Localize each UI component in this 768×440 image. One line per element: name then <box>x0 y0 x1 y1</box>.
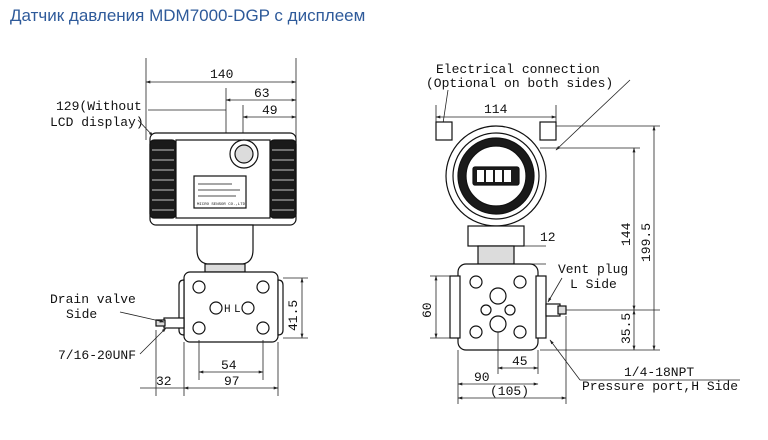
thread-label: 7/16-20UNF <box>58 348 136 363</box>
dim-90: 90 <box>474 370 490 385</box>
neck-ring <box>204 263 246 273</box>
electrical-connection-label: Electrical connection <box>436 62 600 77</box>
drain-valve-side-label: Side <box>66 307 97 322</box>
dim-129-label: 129(Without <box>56 99 142 114</box>
bolt-hole <box>256 321 270 335</box>
side-port-small <box>480 304 492 316</box>
lcd-digits <box>477 170 511 182</box>
dim-60: 60 <box>420 302 435 318</box>
dim-41-5: 41.5 <box>286 300 301 331</box>
side-flange-lip-right <box>535 275 547 339</box>
pressure-port-l <box>241 301 255 315</box>
dim-45: 45 <box>512 354 528 369</box>
bolt-hole <box>192 321 206 335</box>
dim-140: 140 <box>210 67 233 82</box>
dim-97: 97 <box>224 374 240 389</box>
conduit-stub-right <box>539 121 557 141</box>
dim-12: 12 <box>540 230 556 245</box>
mark-h: H <box>224 304 231 316</box>
dim-199-5: 199.5 <box>639 223 654 262</box>
dim-63: 63 <box>254 86 270 101</box>
dim-144: 144 <box>619 222 634 246</box>
side-bolt <box>513 325 527 339</box>
nameplate-text: MICRO SENSOR CO.,LTD. <box>197 203 247 207</box>
side-neck-ring <box>477 245 515 265</box>
side-neck <box>467 225 525 247</box>
side-port-small <box>504 304 516 316</box>
cooling-fins-right <box>269 139 297 219</box>
dim-105: (105) <box>490 384 529 399</box>
optional-both-sides-label: (Optional on both sides) <box>426 76 613 91</box>
side-flange-lip-left <box>449 275 461 339</box>
dim-114: 114 <box>484 102 508 117</box>
neck <box>196 224 254 265</box>
vent-plug-tip <box>557 305 567 315</box>
l-side-label: L Side <box>570 277 617 292</box>
bolt-hole <box>192 280 206 294</box>
mark-l: L <box>234 304 241 316</box>
pressure-port-h <box>209 301 223 315</box>
side-view: Electrical connection (Optional on both … <box>420 62 740 404</box>
front-view: 140 63 49 129(Without LCD display) <box>50 58 308 396</box>
side-bolt <box>469 325 483 339</box>
pressure-port-label: Pressure port,H Side <box>582 379 738 394</box>
dim-129-label-2: LCD display) <box>50 115 144 130</box>
page-title: Датчик давления MDM7000-DGP с дисплеем <box>10 6 366 25</box>
cooling-fins-left <box>149 139 177 219</box>
side-bolt <box>513 275 527 289</box>
dim-49: 49 <box>262 103 278 118</box>
npt-label: 1/4-18NPT <box>624 365 694 380</box>
nameplate <box>193 175 247 209</box>
drain-valve <box>163 317 185 329</box>
conduit-stub-left <box>435 121 453 141</box>
bolt-hole <box>256 280 270 294</box>
dim-35-5: 35.5 <box>619 313 634 344</box>
drain-valve-label: Drain valve <box>50 292 136 307</box>
dim-32: 32 <box>156 374 172 389</box>
side-bolt <box>469 275 483 289</box>
vent-plug-label: Vent plug <box>558 262 628 277</box>
flange-right-lip <box>277 279 284 336</box>
side-port <box>489 287 507 305</box>
side-port <box>489 315 507 333</box>
dim-54: 54 <box>221 358 237 373</box>
